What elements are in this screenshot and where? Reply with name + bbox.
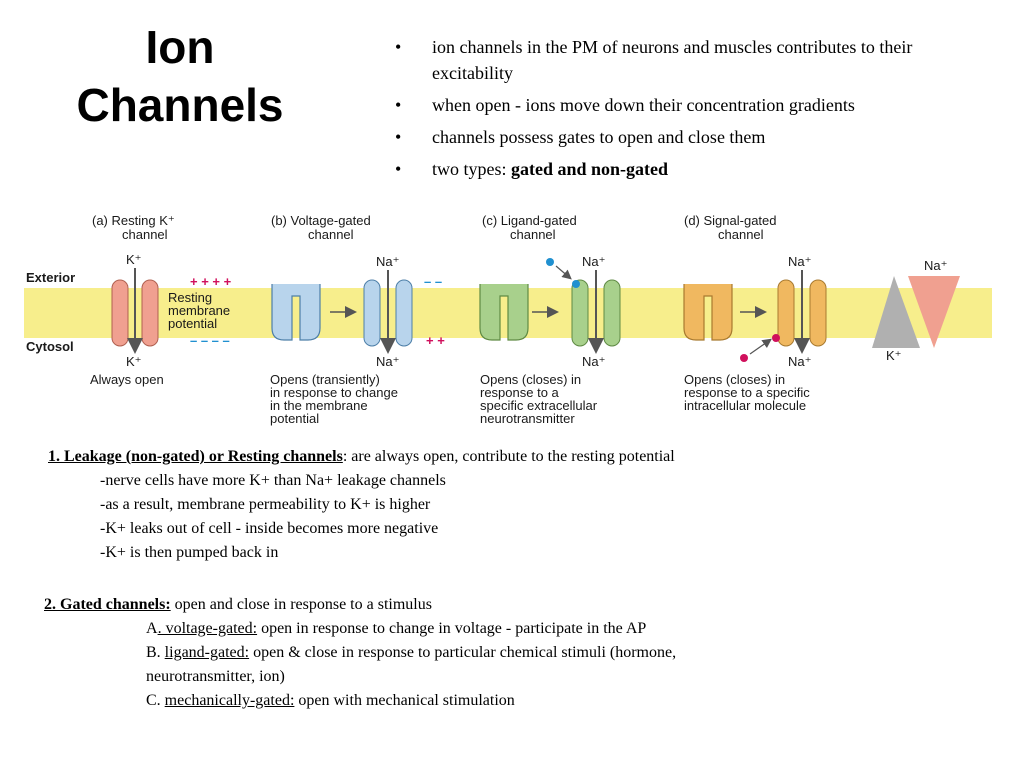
gradient-na-label: Na⁺: [924, 258, 947, 273]
panel-c-desc-3: specific extracellular: [480, 398, 598, 413]
k-gradient-triangle: [872, 276, 920, 348]
panel-d-desc-2: response to a specific: [684, 385, 810, 400]
signal-channel-open-right: [809, 279, 827, 347]
panel-b-title: (b) Voltage-gated: [271, 213, 371, 228]
panel-a-charge-bottom: – – – –: [190, 333, 230, 348]
panel-d-desc-3: intracellular molecule: [684, 398, 806, 413]
panel-a-title-2: channel: [122, 227, 168, 242]
k-channel-left: [111, 279, 129, 347]
leakage-line: -nerve cells have more K+ than Na+ leaka…: [100, 472, 446, 489]
panel-c-title: (c) Ligand-gated: [482, 213, 577, 228]
panel-a-charge-top: + + + +: [190, 274, 232, 289]
gated-item-b-continued: neurotransmitter, ion): [146, 668, 285, 685]
panel-d-ion-bottom: Na⁺: [788, 354, 811, 369]
title-line-2: Channels: [76, 79, 284, 131]
panel-b-desc-4: potential: [270, 411, 319, 426]
leakage-heading: 1. Leakage (non-gated) or Resting channe…: [48, 448, 675, 465]
ligand-channel-open-left: [571, 279, 589, 347]
signal-channel-closed: [683, 284, 733, 341]
bullet-item: ion channels in the PM of neurons and mu…: [392, 34, 992, 86]
voltage-channel-open-right: [395, 279, 413, 347]
k-channel-right: [141, 279, 159, 347]
panel-a-ion-top: K⁺: [126, 252, 142, 267]
gated-item-a: A. voltage-gated: open in response to ch…: [146, 620, 647, 637]
exterior-label: Exterior: [26, 270, 75, 285]
panel-d-title: (d) Signal-gated: [684, 213, 777, 228]
leakage-line: -K+ leaks out of cell - inside becomes m…: [100, 520, 439, 537]
panel-b-ion-bottom: Na⁺: [376, 354, 399, 369]
na-gradient-triangle: [908, 276, 960, 348]
signal-bound-icon: [772, 334, 780, 342]
panel-d-desc-1: Opens (closes) in: [684, 372, 785, 387]
bullet-item: channels possess gates to open and close…: [392, 124, 992, 150]
signal-channel-open-left: [777, 279, 795, 347]
ligand-channel-open-right: [603, 279, 621, 347]
cytosol-label: Cytosol: [26, 339, 74, 354]
panel-c-ion-bottom: Na⁺: [582, 354, 605, 369]
bullet-bold-text: gated and non-gated: [511, 159, 669, 179]
title-line-1: Ion: [145, 21, 215, 73]
slide-title: Ion Channels: [40, 18, 320, 134]
resting-label-2: membrane: [168, 303, 230, 318]
leakage-line: -K+ is then pumped back in: [100, 544, 279, 561]
leakage-line: -as a result, membrane permeability to K…: [100, 496, 431, 513]
panel-d-title-2: channel: [718, 227, 764, 242]
panel-b-charge-top: – –: [424, 274, 442, 289]
gated-item-b: B. ligand-gated: open & close in respons…: [146, 644, 677, 661]
gradient-k-label: K⁺: [886, 348, 902, 363]
panel-b-desc-1: Opens (transiently): [270, 372, 380, 387]
panel-c-desc-4: neurotransmitter: [480, 411, 575, 426]
panel-b-desc-2: in response to change: [270, 385, 398, 400]
bullet-list: ion channels in the PM of neurons and mu…: [392, 34, 992, 188]
resting-label-1: Resting: [168, 290, 212, 305]
gated-heading: 2. Gated channels: open and close in res…: [44, 596, 432, 613]
panel-b-charge-bottom: + +: [426, 333, 445, 348]
panel-a-desc: Always open: [90, 372, 164, 387]
gated-item-c: C. mechanically-gated: open with mechani…: [146, 692, 515, 709]
ligand-channel-closed: [479, 284, 529, 341]
resting-label-3: potential: [168, 316, 217, 331]
voltage-channel-closed: [271, 284, 321, 341]
ligand-bound-icon: [572, 280, 580, 288]
panel-b-desc-3: in the membrane: [270, 398, 368, 413]
panel-a-ion-bottom: K⁺: [126, 354, 142, 369]
panel-b-title-2: channel: [308, 227, 354, 242]
panel-a-title: (a) Resting K⁺: [92, 213, 175, 228]
ligand-binding-arrow: [555, 265, 572, 280]
gated-section: 2. Gated channels: open and close in res…: [44, 593, 984, 713]
panel-d-ion-top: Na⁺: [788, 254, 811, 269]
panel-b-ion-top: Na⁺: [376, 254, 399, 269]
panel-c-ion-top: Na⁺: [582, 254, 605, 269]
voltage-channel-open-left: [363, 279, 381, 347]
leakage-section: 1. Leakage (non-gated) or Resting channe…: [48, 445, 988, 565]
ion-channel-diagram: Exterior Cytosol (a) Resting K⁺ channel …: [24, 213, 992, 426]
bullet-item: when open - ions move down their concent…: [392, 92, 992, 118]
signal-binding-arrow: [749, 338, 772, 355]
bullet-item: two types: gated and non-gated: [392, 156, 992, 182]
signal-molecule-icon: [740, 354, 748, 362]
panel-c-title-2: channel: [510, 227, 556, 242]
ligand-molecule-icon: [546, 258, 554, 266]
panel-c-desc-2: response to a: [480, 385, 560, 400]
panel-c-desc-1: Opens (closes) in: [480, 372, 581, 387]
